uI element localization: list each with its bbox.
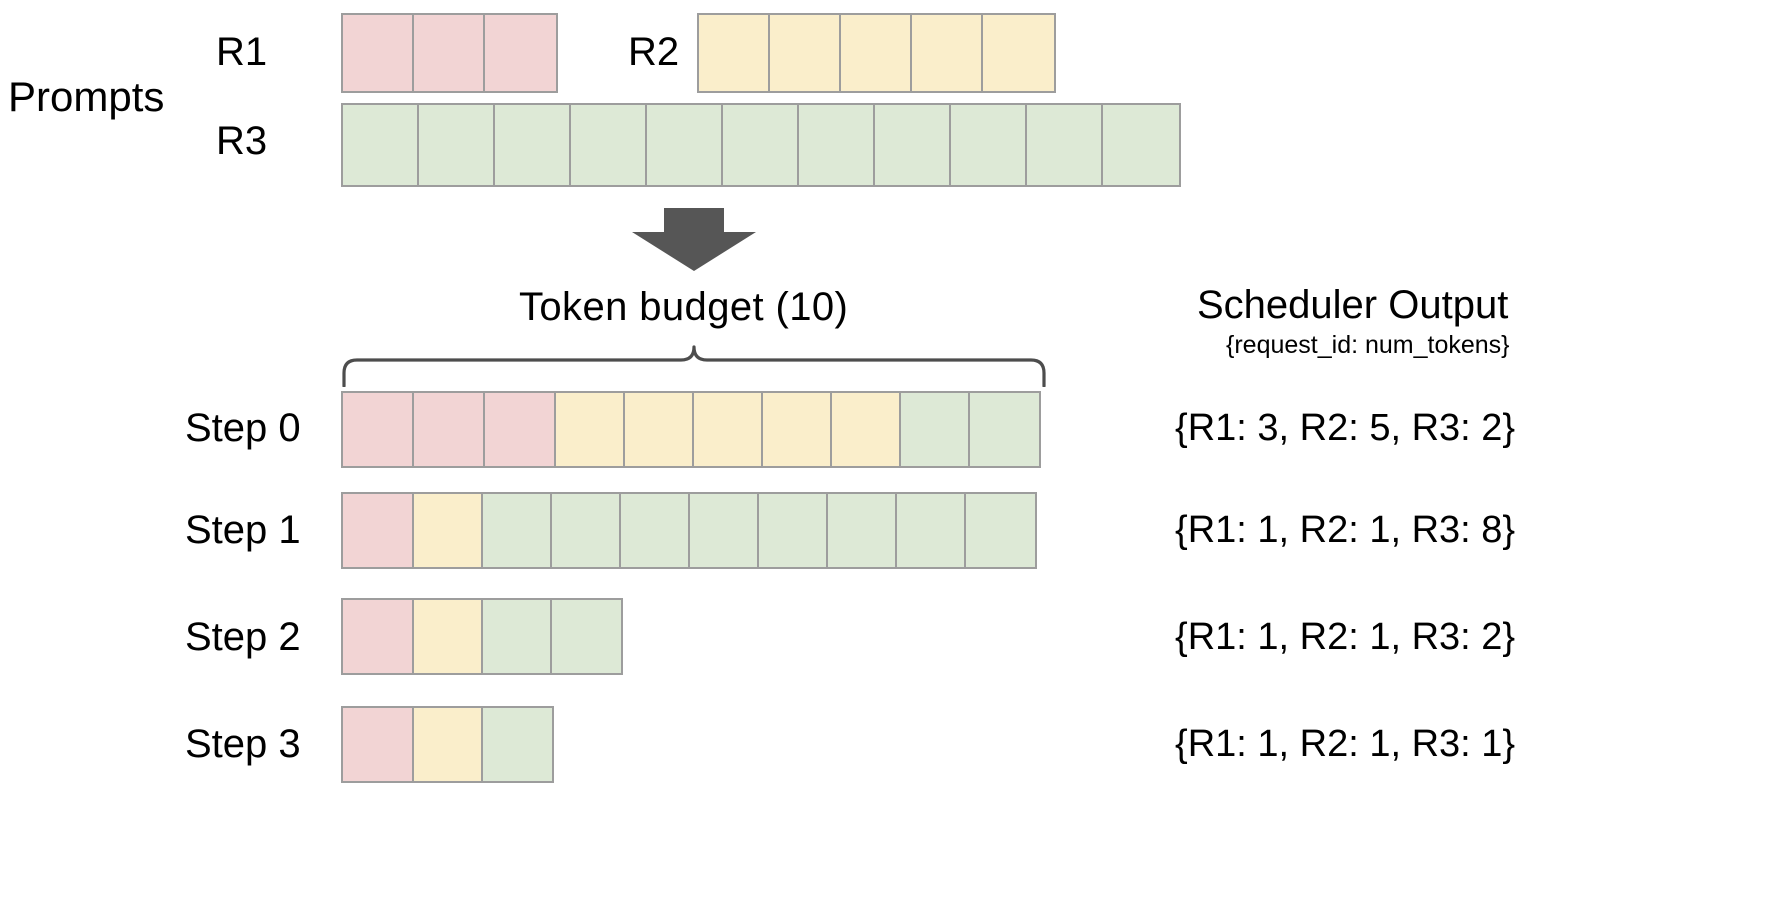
token-cell — [414, 15, 485, 91]
scheduler-output-step-3: {R1: 1, R2: 1, R3: 1} — [1175, 723, 1516, 765]
token-cell-r1 — [343, 494, 414, 567]
token-cell — [723, 105, 799, 185]
token-cell — [699, 15, 770, 91]
request-label-r3: R3 — [216, 119, 268, 163]
token-cell — [571, 105, 647, 185]
token-cell-r1 — [414, 393, 485, 466]
step-label-0: Step 0 — [185, 406, 301, 450]
token-cell — [343, 105, 419, 185]
token-cell-r1 — [343, 393, 414, 466]
prompt-strip-r3 — [341, 103, 1181, 187]
token-cell — [1027, 105, 1103, 185]
token-cell — [841, 15, 912, 91]
scheduler-output-step-2: {R1: 1, R2: 1, R3: 2} — [1175, 616, 1516, 658]
request-label-r2: R2 — [628, 30, 680, 74]
token-cell — [951, 105, 1027, 185]
token-cell — [647, 105, 723, 185]
scheduler-output-step-0: {R1: 3, R2: 5, R3: 2} — [1175, 407, 1516, 449]
step-label-1: Step 1 — [185, 508, 301, 552]
token-budget-label: Token budget (10) — [519, 285, 849, 329]
token-cell-r1 — [343, 600, 414, 673]
token-cell-r3 — [897, 494, 966, 567]
token-cell-r3 — [690, 494, 759, 567]
step-label-2: Step 2 — [185, 615, 301, 659]
token-cell-r3 — [901, 393, 970, 466]
token-cell-r1 — [343, 708, 414, 781]
token-cell-r2 — [414, 600, 483, 673]
token-cell — [799, 105, 875, 185]
token-cell-r3 — [552, 494, 621, 567]
token-cell — [875, 105, 951, 185]
token-cell-r3 — [621, 494, 690, 567]
scheduler-output-step-1: {R1: 1, R2: 1, R3: 8} — [1175, 509, 1516, 551]
step-strip-0 — [341, 391, 1041, 468]
token-cell — [485, 15, 556, 91]
token-cell-r2 — [625, 393, 694, 466]
token-cell — [770, 15, 841, 91]
token-cell — [343, 15, 414, 91]
prompt-strip-r1 — [341, 13, 558, 93]
token-cell-r3 — [759, 494, 828, 567]
curly-brace-icon — [341, 339, 1047, 388]
token-cell-r3 — [970, 393, 1039, 466]
step-strip-1 — [341, 492, 1037, 569]
token-cell — [495, 105, 571, 185]
prompts-section-label: Prompts — [8, 73, 165, 120]
token-cell-r2 — [694, 393, 763, 466]
scheduler-output-subtitle: {request_id: num_tokens} — [1226, 331, 1510, 359]
token-cell-r2 — [414, 708, 483, 781]
token-cell — [912, 15, 983, 91]
token-cell-r2 — [414, 494, 483, 567]
scheduler-output-title: Scheduler Output — [1197, 283, 1509, 327]
token-cell-r3 — [828, 494, 897, 567]
prompt-strip-r2 — [697, 13, 1056, 93]
token-cell-r2 — [832, 393, 901, 466]
token-cell-r2 — [763, 393, 832, 466]
token-cell-r3 — [966, 494, 1035, 567]
down-arrow-icon — [632, 208, 756, 271]
step-label-3: Step 3 — [185, 722, 301, 766]
token-cell-r3 — [483, 708, 552, 781]
token-cell — [983, 15, 1054, 91]
token-cell-r3 — [483, 494, 552, 567]
token-cell-r1 — [485, 393, 556, 466]
step-strip-2 — [341, 598, 623, 675]
token-cell-r3 — [483, 600, 552, 673]
token-cell-r2 — [556, 393, 625, 466]
token-cell — [419, 105, 495, 185]
token-cell — [1103, 105, 1179, 185]
token-cell-r3 — [552, 600, 621, 673]
step-strip-3 — [341, 706, 554, 783]
request-label-r1: R1 — [216, 30, 268, 74]
